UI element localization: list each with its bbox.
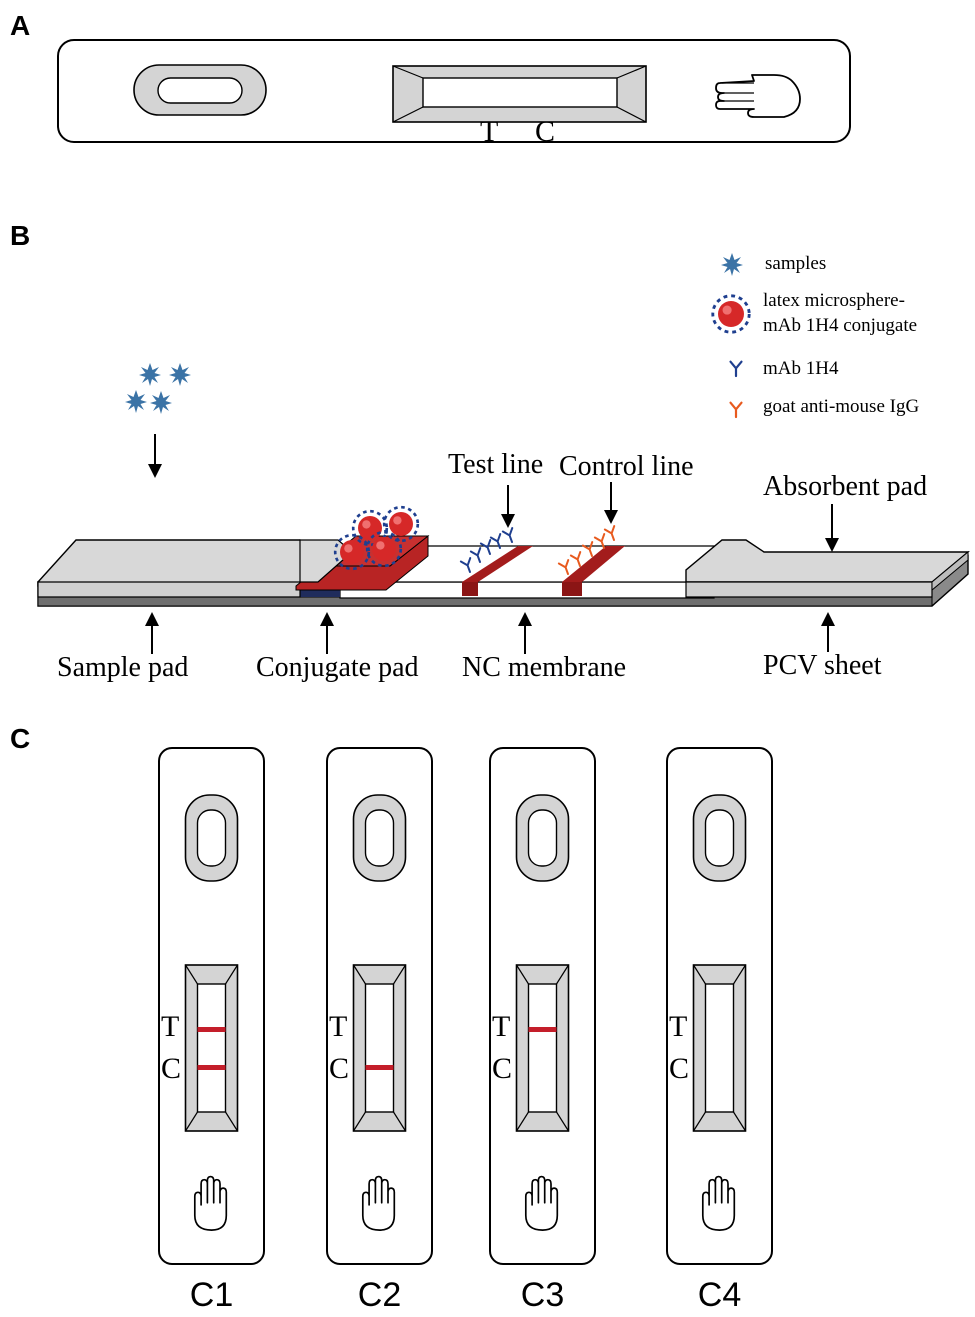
sample-well-icon (184, 794, 239, 882)
c-label: C (492, 1052, 512, 1085)
sample-well-icon (352, 794, 407, 882)
sample-well-icon (692, 794, 747, 882)
legend-mab-label: mAb 1H4 (763, 358, 839, 379)
result-window (392, 65, 647, 123)
c-label: C (161, 1052, 181, 1085)
absorbent-pad-arrow (825, 504, 839, 552)
hand-icon (715, 74, 801, 118)
control-band (197, 1065, 226, 1070)
result-window (692, 964, 747, 1132)
cassette-c3: TC C3 (489, 747, 596, 1314)
control-band (365, 1065, 394, 1070)
cassette-caption: C3 (521, 1276, 564, 1314)
pcv-sheet-arrow (821, 612, 835, 652)
absorbent-pad-label: Absorbent pad (763, 471, 927, 502)
test-line-label: Test line (448, 449, 543, 480)
cassette-c2: TC C2 (326, 747, 433, 1314)
legend-conjugate-label-2: mAb 1H4 conjugate (763, 315, 917, 336)
legend-microsphere-icon (711, 294, 751, 334)
t-label: T (161, 1010, 179, 1043)
legend-conjugate-label-1: latex microsphere- (763, 290, 905, 311)
nc-membrane-arrow (518, 612, 532, 654)
c-label-a: C (535, 115, 555, 148)
legend: samples latex microsphere- mAb 1H4 conju… (711, 253, 919, 419)
c-label: C (329, 1052, 349, 1085)
sample-well-icon (133, 64, 267, 116)
legend-goat-label: goat anti-mouse IgG (763, 396, 919, 417)
test-band (197, 1027, 226, 1032)
test-line-arrow (501, 485, 515, 528)
cassette-caption: C1 (190, 1276, 233, 1314)
legend-mab-icon (729, 360, 743, 378)
cassette-c4: TC C4 (666, 747, 773, 1314)
t-label: T (492, 1010, 510, 1043)
control-line-arrow (604, 482, 618, 524)
sample-pad-label: Sample pad (57, 652, 188, 683)
cassette-caption: C2 (358, 1276, 401, 1314)
sample-pad-arrow (145, 612, 159, 654)
cassette-c1: TC C1 (158, 747, 265, 1314)
sample-well-icon (515, 794, 570, 882)
legend-samples-icon (721, 253, 743, 276)
result-window (352, 964, 407, 1132)
test-band (528, 1027, 557, 1032)
sample-particles (125, 363, 191, 414)
control-line-label: Control line (559, 451, 694, 482)
nc-membrane-label: NC membrane (462, 652, 626, 683)
test-strip (37, 534, 970, 607)
result-window (184, 964, 239, 1132)
t-label: T (669, 1010, 687, 1043)
panel-letter-c: C (10, 723, 30, 754)
panel-letter-b: B (10, 220, 30, 251)
panel-a-cassette: T C (57, 39, 851, 148)
t-label: T (329, 1010, 347, 1043)
c-label: C (669, 1052, 689, 1085)
legend-samples-label: samples (765, 253, 826, 274)
t-label-a: T (480, 115, 498, 148)
conjugate-pad-arrow (320, 612, 334, 654)
result-window (515, 964, 570, 1132)
cassette-caption: C4 (698, 1276, 741, 1314)
legend-goat-icon (729, 401, 743, 419)
pcv-sheet-label: PCV sheet (763, 650, 882, 681)
sample-arrow (148, 434, 162, 478)
conjugate-pad-label: Conjugate pad (256, 652, 419, 683)
panel-letter-a: A (10, 10, 30, 41)
